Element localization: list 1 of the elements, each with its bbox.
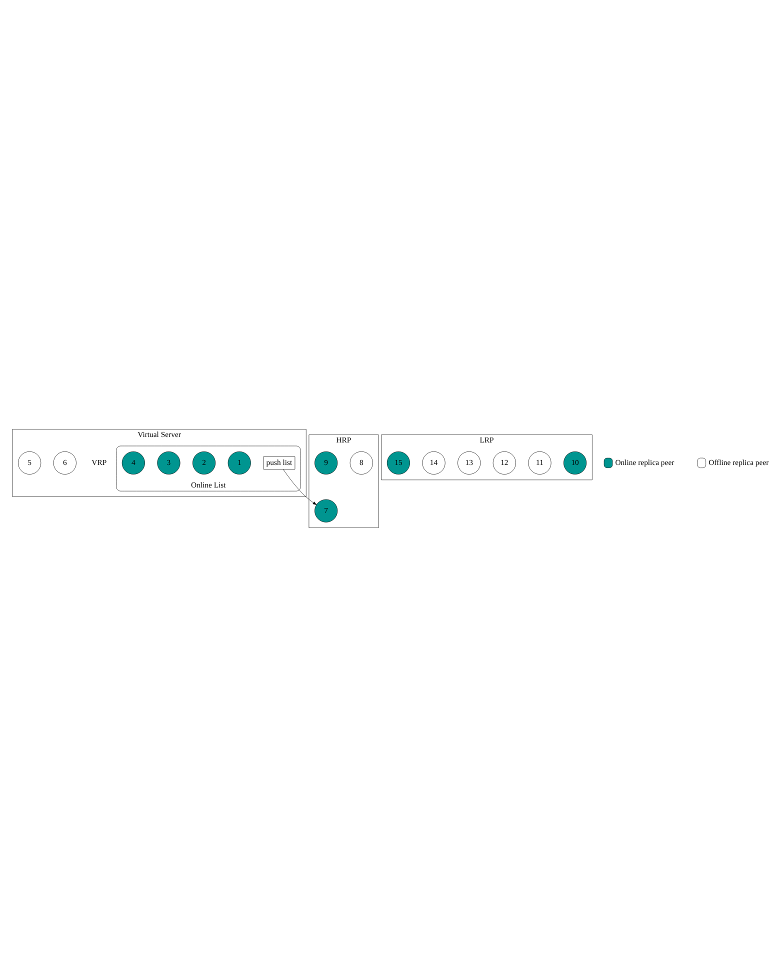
arrow — [283, 469, 317, 505]
